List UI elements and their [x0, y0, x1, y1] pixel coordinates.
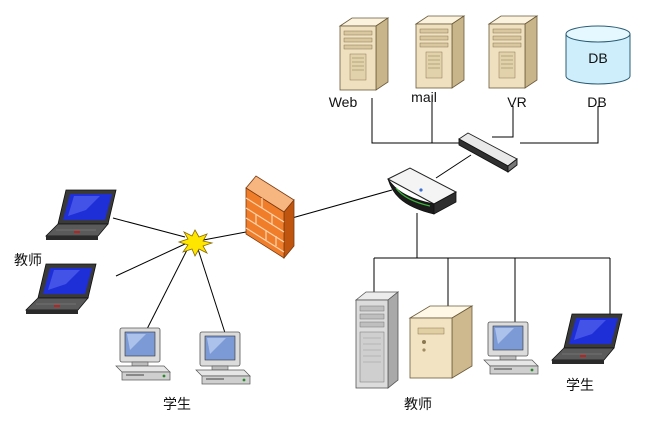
- switch-icon: [458, 132, 518, 173]
- mini-server-teacher: [409, 305, 473, 379]
- line-web: [371, 98, 459, 144]
- desktop-pc-icon: [115, 327, 171, 381]
- pc-student-1: [115, 327, 171, 381]
- left-label-student: 学生: [163, 397, 191, 413]
- laptop-lan-student: [551, 313, 623, 365]
- desktop-pc-icon: [483, 321, 539, 375]
- connection-lines: [112, 96, 611, 337]
- server-mail: [415, 15, 465, 89]
- line-hub-laptop1: [112, 217, 186, 238]
- server-box-icon: [409, 305, 473, 379]
- line-hub-pc1: [145, 247, 189, 332]
- pc-student-2: [195, 331, 251, 385]
- laptop-icon: [551, 313, 623, 365]
- server-label-mail: mail: [411, 89, 437, 105]
- line-db: [520, 106, 599, 144]
- rack-server-teacher: [354, 291, 400, 389]
- server-label-vr: VR: [507, 94, 526, 110]
- server-label-web: Web: [329, 94, 358, 110]
- line-firewall-hub: [197, 231, 247, 242]
- db-cylinder-label: DB: [588, 50, 607, 66]
- router-icon: [386, 167, 458, 215]
- pc-lan: [483, 321, 539, 375]
- hub-starburst-icon: [177, 229, 214, 257]
- server-label-db: DB: [587, 94, 606, 110]
- bottom-label-teacher: 教师: [404, 397, 432, 413]
- desktop-pc-icon: [195, 331, 251, 385]
- laptop-teacher-1: [45, 189, 117, 241]
- line-vr: [492, 106, 514, 138]
- left-label-teacher: 教师: [14, 253, 42, 269]
- bottom-label-student: 学生: [566, 378, 594, 394]
- laptop-teacher-2: [25, 263, 97, 315]
- tower-server-icon: [339, 17, 389, 91]
- tower-server-icon: [415, 15, 465, 89]
- firewall-icon: [245, 175, 295, 260]
- line-switch-router: [435, 154, 472, 179]
- tower-server-icon: [488, 15, 538, 89]
- laptop-icon: [25, 263, 97, 315]
- laptop-icon: [45, 189, 117, 241]
- server-vr: [488, 15, 538, 89]
- line-router-firewall: [291, 189, 393, 219]
- line-hub-laptop2: [115, 243, 186, 277]
- database-icon: DB: [565, 25, 631, 85]
- server-web: [339, 17, 389, 91]
- line-hub-pc2: [197, 248, 227, 337]
